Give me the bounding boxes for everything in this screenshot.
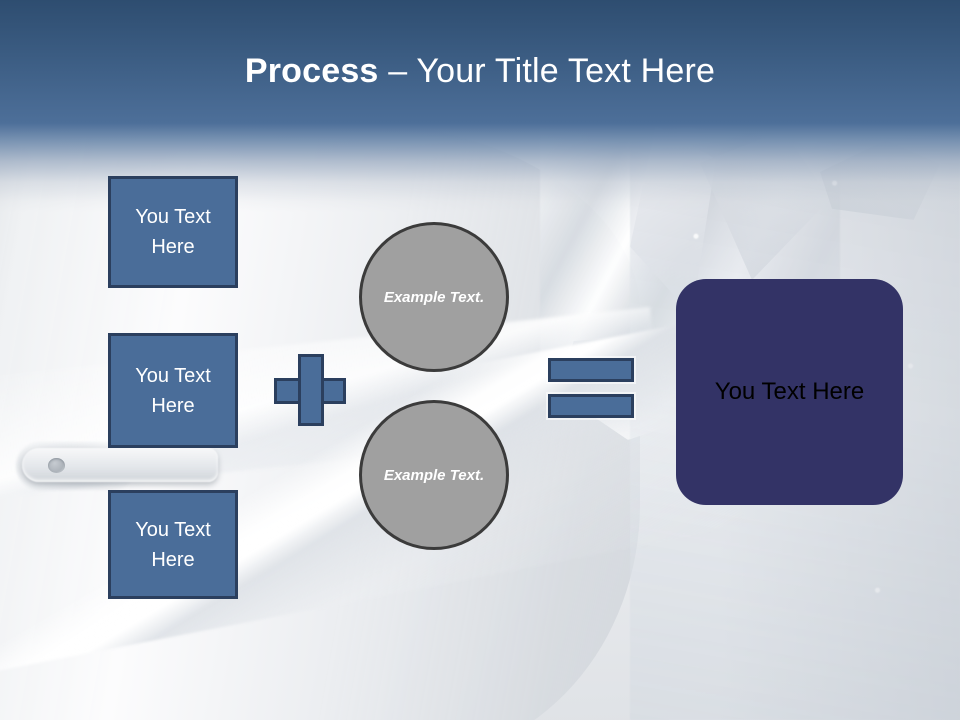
plus-icon bbox=[274, 354, 346, 426]
title-light-part: – Your Title Text Here bbox=[378, 52, 716, 90]
input-box-2[interactable]: You Text Here bbox=[108, 333, 238, 448]
result-box[interactable]: You Text Here bbox=[676, 279, 903, 505]
plus-icon-center bbox=[301, 381, 321, 401]
input-box-3[interactable]: You Text Here bbox=[108, 490, 238, 599]
input-box-1-label: You Text Here bbox=[135, 206, 211, 258]
door-keyhole-icon bbox=[48, 458, 65, 473]
example-circle-2-label: Example Text. bbox=[383, 466, 485, 484]
input-box-1[interactable]: You Text Here bbox=[108, 176, 238, 288]
example-circle-1[interactable]: Example Text. bbox=[359, 222, 509, 372]
input-box-2-label: You Text Here bbox=[135, 364, 211, 417]
example-circle-2[interactable]: Example Text. bbox=[359, 400, 509, 550]
equals-icon bbox=[548, 358, 634, 418]
equals-icon-bar-bottom bbox=[548, 394, 634, 418]
example-circle-1-label: Example Text. bbox=[383, 288, 485, 306]
page-title: Process – Your Title Text Here bbox=[0, 49, 960, 93]
equals-icon-bar-top bbox=[548, 358, 634, 382]
result-box-label: You Text Here bbox=[714, 378, 865, 405]
title-bold-part: Process bbox=[244, 52, 379, 90]
input-box-3-label: You Text Here bbox=[135, 518, 211, 571]
